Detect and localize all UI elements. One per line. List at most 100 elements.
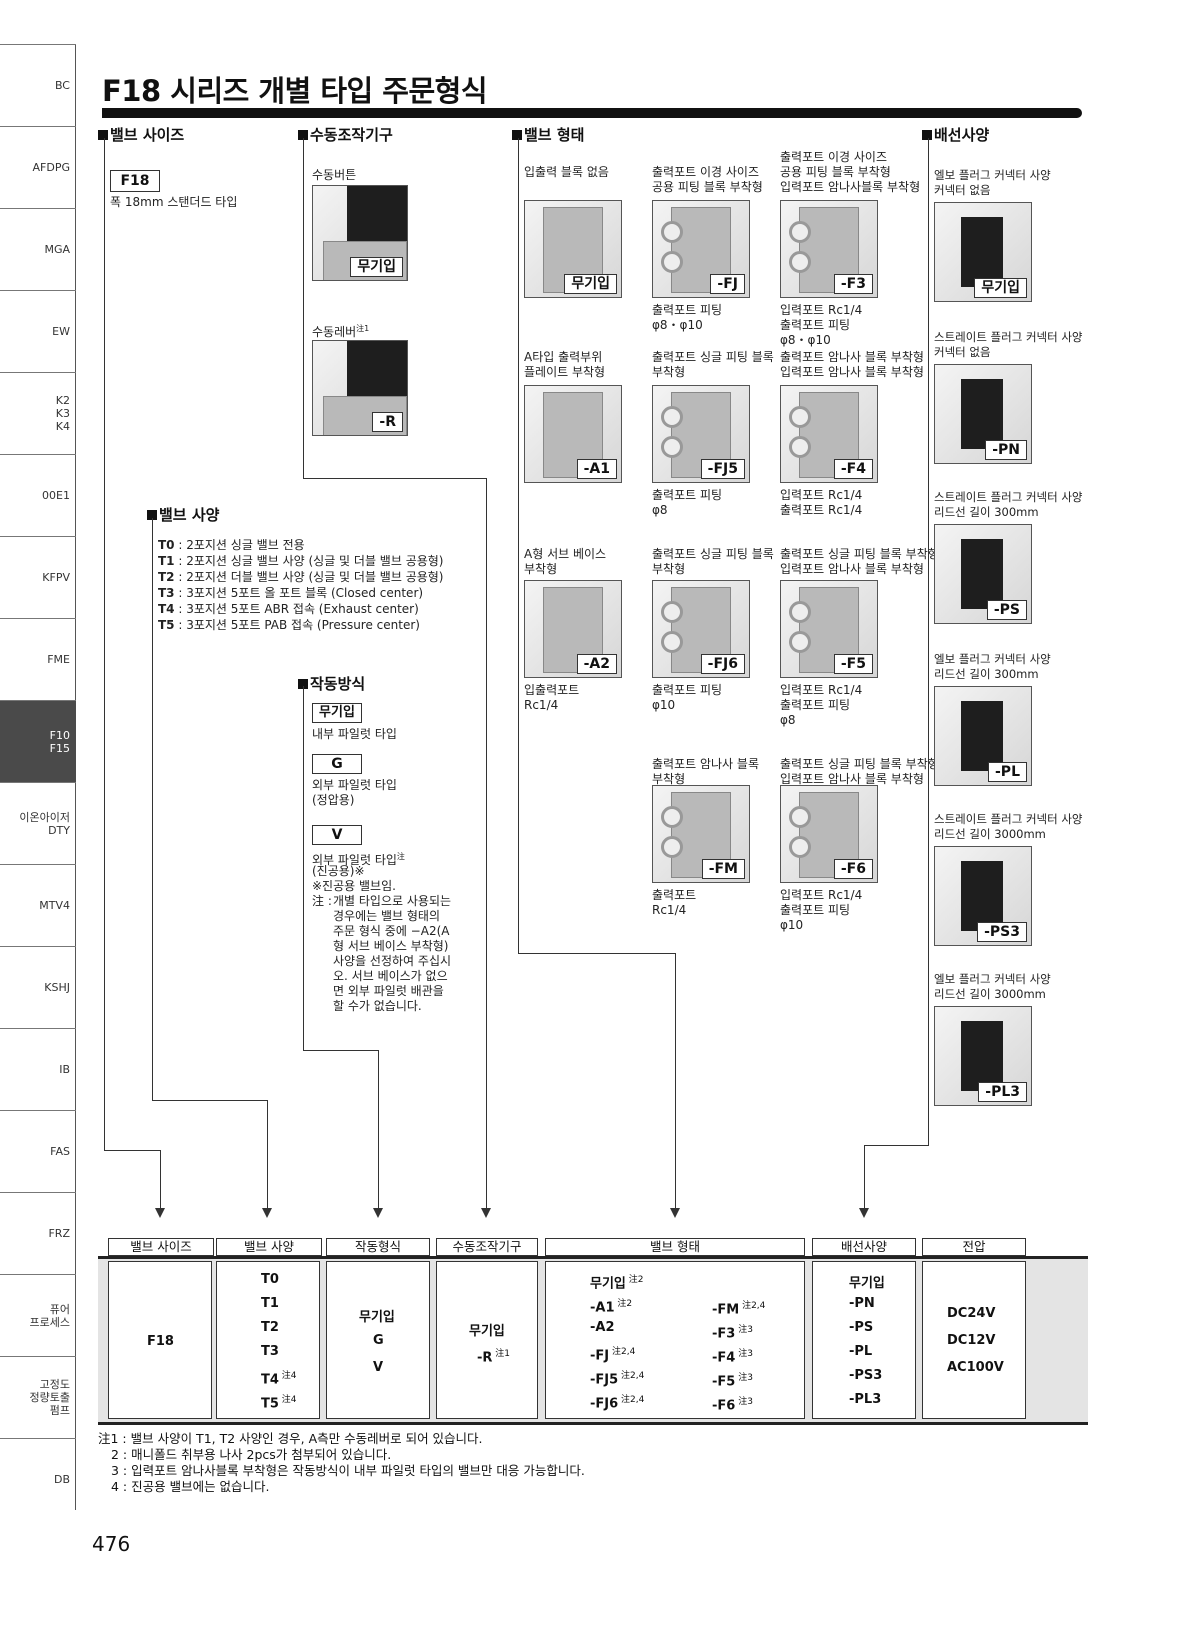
valve-size-desc: 폭 18mm 스탠더드 타입 <box>110 195 238 209</box>
valve-form-code: -FJ <box>710 274 745 294</box>
form-value-note: 注2 <box>614 1299 633 1309</box>
coil-body <box>961 379 1003 449</box>
arrow-icon <box>373 1208 383 1218</box>
manual-value-note: 注1 <box>492 1349 510 1359</box>
wiring-top: 스트레이트 플러그 커넥터 사양 커넥터 없음 <box>934 330 1083 359</box>
leader-line <box>378 1050 379 1210</box>
valve-form-code: 무기입 <box>564 274 617 294</box>
fitting-icon <box>789 436 811 458</box>
spec-value: T2 <box>261 1320 279 1335</box>
pilot-vacuum-desc2: (진공용)※ <box>312 864 365 878</box>
arrow-icon <box>262 1208 272 1218</box>
side-tab: BC <box>0 44 76 126</box>
fitting-icon <box>789 631 811 653</box>
arrow-icon <box>859 1208 869 1218</box>
note-4: 4 : 진공용 밸브에는 없습니다. <box>111 1479 270 1494</box>
leader-line <box>303 686 304 1050</box>
table-header: 밸브 사양 <box>216 1238 322 1256</box>
valve-form-bottom: 입력포트 Rc1/4 출력포트 피팅 φ8・φ10 <box>780 303 863 347</box>
valve-form-bottom: 입력포트 Rc1/4 출력포트 Rc1/4 <box>780 488 863 517</box>
form-value: -F4 注3 <box>712 1346 753 1365</box>
spec-value: T3 <box>261 1344 279 1359</box>
valve-form-top: 출력포트 싱글 피팅 블록 부착형 입력포트 암나사 블록 부착형 <box>780 547 939 576</box>
wiring-top: 엘보 플러그 커넥터 사양 커넥터 없음 <box>934 168 1051 197</box>
fitting-icon <box>789 806 811 828</box>
pilot-value-text: V <box>373 1360 384 1375</box>
manual-value: -R 注1 <box>477 1346 510 1365</box>
note-1: 注1 : 밸브 사양이 T1, T2 사양인 경우, A측만 수동레버로 되어 … <box>98 1431 483 1446</box>
section-valve-spec: 밸브 사양 <box>147 504 219 525</box>
pilot-note: 개별 타입으로 사용되는 경우에는 밸브 형태의 주문 형식 중에 −A2(A … <box>333 894 452 1013</box>
voltage-value: DC12V <box>947 1333 995 1348</box>
note-3: 3 : 입력포트 암나사블록 부착형은 작동방식이 내부 파일럿 타입의 밸브만… <box>111 1463 585 1478</box>
valve-form-photo: -F3 <box>780 200 878 298</box>
pilot-internal-desc: 내부 파일럿 타입 <box>312 727 397 741</box>
coil-body <box>961 539 1003 609</box>
manual-lever-photo: -R <box>312 340 408 436</box>
valve-form-top: 출력포트 이경 사이즈 공용 피팅 블록 부착형 <box>652 165 763 194</box>
side-tab: FAS <box>0 1110 76 1192</box>
manual-value-text: 무기입 <box>469 1324 505 1339</box>
side-tab: MGA <box>0 208 76 290</box>
leader-line <box>152 518 153 1100</box>
valve-spec-item: T1 : 2포지션 싱글 밸브 사양 (싱글 및 더블 밸브 공용형) <box>158 554 444 569</box>
spec-value-text: T1 <box>261 1296 279 1311</box>
valve-spec-item: T5 : 3포지션 5포트 PAB 접속 (Pressure center) <box>158 618 420 633</box>
wiring-value: -PL3 <box>849 1392 881 1407</box>
side-tab: KSHJ <box>0 946 76 1028</box>
section-label: 밸브 사이즈 <box>110 126 185 144</box>
valve-spec-item: T3 : 3포지션 5포트 올 포트 블록 (Closed center) <box>158 586 423 601</box>
valve-spec-sep: : <box>174 602 187 616</box>
form-value-text: -F5 <box>712 1374 736 1390</box>
cell-manual: 무기입 -R 注1 <box>436 1261 538 1419</box>
side-tab: 00E1 <box>0 454 76 536</box>
pilot-value: V <box>373 1360 383 1375</box>
valve-form-photo: -FM <box>652 785 750 883</box>
pilot-value: G <box>373 1333 384 1348</box>
wiring-value-text: -PL <box>849 1344 873 1359</box>
title-underline <box>102 108 1082 118</box>
form-value: -A2 <box>590 1320 615 1335</box>
pilot-vacuum-star: ※진공용 밸브임. <box>312 879 396 893</box>
section-label: 수동조작기구 <box>310 126 393 144</box>
side-tab: 이온아이저 DTY <box>0 782 76 864</box>
manual-lever-label-wrap: 수동레버注1 <box>312 321 369 340</box>
leader-line <box>486 478 487 1210</box>
form-value-note: 注2,4 <box>609 1347 636 1357</box>
leader-line <box>518 953 676 954</box>
valve-spec-code: T3 <box>158 586 175 600</box>
form-value-text: -FM <box>712 1302 740 1318</box>
form-value: 무기입 注2 <box>590 1272 643 1291</box>
valve-form-code: -A1 <box>576 459 617 479</box>
valve-spec-code: T5 <box>158 618 175 632</box>
leader-line <box>152 1100 268 1101</box>
wiring-photo: -PS <box>934 524 1032 624</box>
spec-value-text: T2 <box>261 1320 279 1335</box>
wiring-top: 스트레이트 플러그 커넥터 사양 리드선 길이 300mm <box>934 490 1083 519</box>
valve-form-photo: -F5 <box>780 580 878 678</box>
wiring-code: -PS3 <box>977 922 1027 942</box>
valve-form-bottom: 출력포트 피팅 φ8・φ10 <box>652 303 723 332</box>
spec-value-note: 注4 <box>278 1371 297 1381</box>
page-title: F18 시리즈 개별 타입 주문형식 <box>102 74 488 108</box>
section-label: 밸브 형태 <box>524 126 585 144</box>
side-tab: MTV4 <box>0 864 76 946</box>
manual-value: 무기입 <box>469 1320 505 1339</box>
leader-line <box>675 953 676 1210</box>
wiring-photo: -PN <box>934 364 1032 464</box>
form-value-note: 注3 <box>735 1349 753 1359</box>
valve-form-photo: -FJ6 <box>652 580 750 678</box>
valve-spec-sep: : <box>174 618 187 632</box>
form-value-note: 注2,4 <box>618 1371 645 1381</box>
manual-button-photo: 무기입 <box>312 185 408 281</box>
side-tab: FME <box>0 618 76 700</box>
valve-form-top: A타입 출력부위 플레이트 부착형 <box>524 350 606 379</box>
wiring-value-text: 무기입 <box>849 1276 885 1291</box>
section-valve-form: 밸브 형태 <box>512 124 584 145</box>
fitting-icon <box>661 221 683 243</box>
valve-spec-desc: 2포지션 더블 밸브 사양 (싱글 및 더블 밸브 공용형) <box>186 570 444 584</box>
form-value: -A1 注2 <box>590 1296 632 1315</box>
valve-form-code: -F3 <box>833 274 873 294</box>
valve-form-code: -FJ5 <box>700 459 745 479</box>
